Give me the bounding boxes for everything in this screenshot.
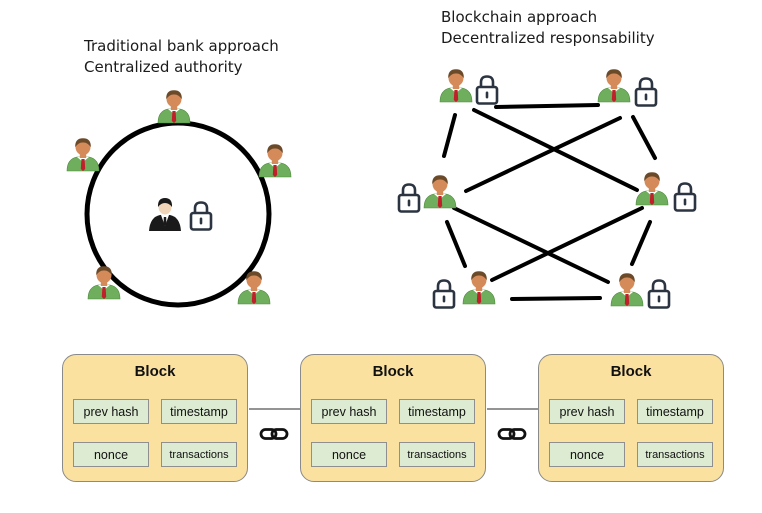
lock-icon <box>189 201 213 231</box>
user-icon <box>635 171 669 206</box>
user-icon <box>157 89 191 124</box>
user-icon <box>423 174 457 209</box>
bank-subtitle: Centralized authority <box>84 58 243 76</box>
lock-icon <box>432 279 456 309</box>
blockchain-title: Blockchain approach <box>441 8 598 26</box>
lock-icon <box>397 183 421 213</box>
block-2: Block prev hash timestamp nonce transact… <box>300 354 486 482</box>
user-icon <box>462 270 496 305</box>
nonce-field: nonce <box>73 442 149 467</box>
chain-link-icon <box>497 428 527 440</box>
blockchain-subtitle: Decentralized responsability <box>441 29 655 47</box>
block-1: Block prev hash timestamp nonce transact… <box>62 354 248 482</box>
user-icon <box>597 68 631 103</box>
lock-icon <box>647 279 671 309</box>
timestamp-field: timestamp <box>637 399 713 424</box>
chain-link-icon <box>259 428 289 440</box>
prev-hash-field: prev hash <box>311 399 387 424</box>
bank-caption: Traditional bank approach Centralized au… <box>84 36 279 78</box>
blockchain-caption: Blockchain approach Decentralized respon… <box>441 7 655 49</box>
timestamp-field: timestamp <box>399 399 475 424</box>
block-title: Block <box>134 363 176 380</box>
timestamp-field: timestamp <box>161 399 237 424</box>
banker-icon <box>149 198 181 231</box>
prev-hash-field: prev hash <box>73 399 149 424</box>
nonce-field: nonce <box>311 442 387 467</box>
bank-title: Traditional bank approach <box>84 37 279 55</box>
user-icon <box>610 272 644 307</box>
user-icon <box>258 143 292 178</box>
lock-icon <box>475 75 499 105</box>
transactions-field: transactions <box>637 442 713 467</box>
peer-connections <box>442 103 657 301</box>
lock-icon <box>634 77 658 107</box>
prev-hash-field: prev hash <box>549 399 625 424</box>
user-icon <box>439 68 473 103</box>
lock-icon <box>673 182 697 212</box>
block-title: Block <box>372 363 414 380</box>
user-icon <box>66 137 100 172</box>
block-title: Block <box>610 363 652 380</box>
transactions-field: transactions <box>161 442 237 467</box>
central-authority-ring <box>84 120 272 308</box>
transactions-field: transactions <box>399 442 475 467</box>
nonce-field: nonce <box>549 442 625 467</box>
block-3: Block prev hash timestamp nonce transact… <box>538 354 724 482</box>
